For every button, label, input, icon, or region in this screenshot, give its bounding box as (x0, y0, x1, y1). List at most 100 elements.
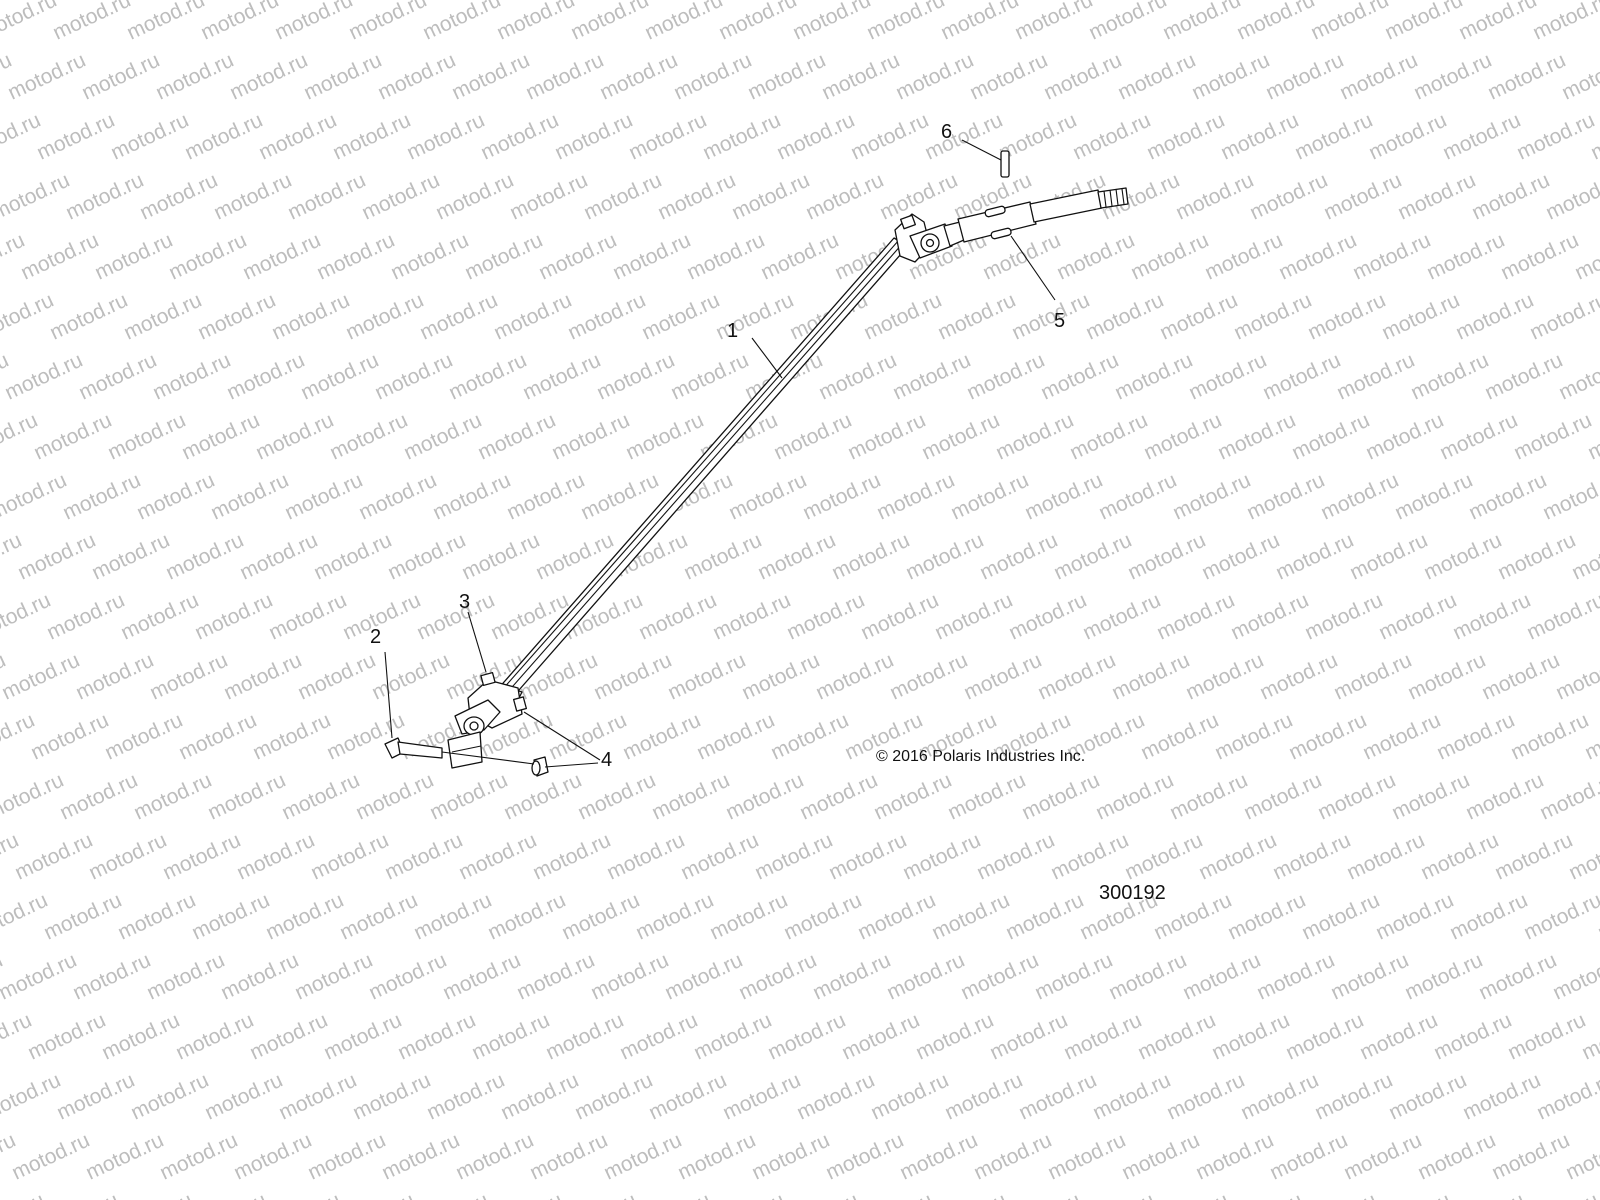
watermark-text: motod.ru (1314, 769, 1399, 825)
watermark-text: motod.ru (1031, 949, 1116, 1005)
watermark-text: motod.ru (88, 529, 173, 585)
watermark-text: motod.ru (0, 289, 57, 345)
watermark-text: motod.ru (1295, 1189, 1380, 1200)
watermark-text: motod.ru (107, 109, 192, 165)
watermark-text: motod.ru (1529, 0, 1600, 45)
watermark-text: motod.ru (297, 349, 382, 405)
watermark-text: motod.ru (278, 769, 363, 825)
watermark-text: motod.ru (587, 949, 672, 1005)
watermark-text: motod.ru (889, 349, 974, 405)
watermark-text: motod.ru (1520, 889, 1600, 945)
watermark-text: motod.ru (493, 0, 578, 45)
watermark-text: motod.ru (1475, 949, 1560, 1005)
watermark-text: motod.ru (326, 409, 411, 465)
watermark-text: motod.ru (738, 649, 823, 705)
watermark-text: motod.ru (342, 289, 427, 345)
watermark-text: motod.ru (1127, 229, 1212, 285)
watermark-text: motod.ru (970, 1129, 1055, 1185)
watermark-text: motod.ru (1272, 529, 1357, 585)
watermark-text: motod.ru (197, 0, 282, 45)
watermark-text: motod.ru (1362, 409, 1447, 465)
watermark-text: motod.ru (304, 1129, 389, 1185)
watermark-text: motod.ru (43, 589, 128, 645)
watermark-text: motod.ru (1182, 649, 1267, 705)
watermark-text: motod.ru (1298, 889, 1383, 945)
watermark-text: motod.ru (355, 469, 440, 525)
watermark-text: motod.ru (220, 649, 305, 705)
watermark-text: motod.ru (918, 409, 1003, 465)
watermark-text: motod.ru (1565, 829, 1600, 885)
watermark-text: motod.ru (1192, 1129, 1277, 1185)
watermark-text: motod.ru (78, 49, 163, 105)
watermark-text: motod.ru (535, 229, 620, 285)
watermark-text: motod.ru (1246, 169, 1331, 225)
watermark-text: motod.ru (455, 829, 540, 885)
watermark-text: motod.ru (1021, 469, 1106, 525)
watermark-text: motod.ru (960, 649, 1045, 705)
watermark-text: motod.ru (912, 1009, 997, 1065)
watermark-text: motod.ru (963, 349, 1048, 405)
watermark-text: motod.ru (1275, 229, 1360, 285)
watermark-text: motod.ru (1343, 829, 1428, 885)
upper-universal-joint (894, 213, 965, 263)
watermark-text: motod.ru (1208, 1009, 1293, 1065)
watermark-text: motod.ru (1082, 289, 1167, 345)
watermark-text: motod.ru (136, 169, 221, 225)
watermark-text: motod.ru (394, 1009, 479, 1065)
watermark-text: motod.ru (522, 49, 607, 105)
watermark-text: motod.ru (1018, 769, 1103, 825)
watermark-text: motod.ru (1542, 169, 1600, 225)
watermark-text: motod.ru (226, 49, 311, 105)
watermark-text: motod.ru (854, 889, 939, 945)
nut (531, 756, 549, 777)
watermark-text: motod.ru (883, 949, 968, 1005)
watermark-text: motod.ru (0, 889, 51, 945)
watermark-text: motod.ru (1047, 829, 1132, 885)
callouts: 1 2 3 4 5 6 (370, 121, 1065, 771)
watermark-text: motod.ru (1320, 169, 1405, 225)
watermark-text: motod.ru (1079, 589, 1164, 645)
watermark-text: motod.ru (1468, 169, 1553, 225)
watermark-text: motod.ru (461, 229, 546, 285)
watermark-text: motod.ru (1211, 709, 1296, 765)
watermark-text: motod.ru (1359, 709, 1444, 765)
watermark-text: motod.ru (1108, 649, 1193, 705)
watermark-text: motod.ru (98, 1009, 183, 1065)
watermark-text: motod.ru (1378, 289, 1463, 345)
watermark-text: motod.ru (281, 469, 366, 525)
watermark-text: motod.ru (477, 109, 562, 165)
watermark-text: motod.ru (178, 409, 263, 465)
watermark-text: motod.ru (542, 1009, 627, 1065)
watermark-text: motod.ru (1111, 349, 1196, 405)
watermark-text: motod.ru (255, 109, 340, 165)
watermark-text: motod.ru (275, 1069, 360, 1125)
watermark-text: motod.ru (246, 1009, 331, 1065)
watermark-text: motod.ru (1282, 1009, 1367, 1065)
watermark-text: motod.ru (1118, 1129, 1203, 1185)
watermark-text: motod.ru (770, 409, 855, 465)
watermark-text: motod.ru (976, 529, 1061, 585)
watermark-text: motod.ru (1008, 289, 1093, 345)
watermark-text: motod.ru (838, 1009, 923, 1065)
watermark-text: motod.ru (181, 109, 266, 165)
watermark-text: motod.ru (1011, 0, 1096, 45)
watermark-text: motod.ru (873, 469, 958, 525)
watermark-text: motod.ru (1549, 949, 1600, 1005)
figure-number: 300192 (1099, 882, 1166, 904)
leader-lines (384, 139, 1056, 768)
watermark-text: motod.ru (1304, 289, 1389, 345)
watermark-text: motod.ru (1555, 349, 1600, 405)
watermark-text: motod.ru (1317, 469, 1402, 525)
watermark-text: motod.ru (661, 949, 746, 1005)
watermark-text: motod.ru (1185, 349, 1270, 405)
watermark-text: motod.ru (876, 169, 961, 225)
watermark-text: motod.ru (410, 889, 495, 945)
watermark-text: motod.ru (815, 349, 900, 405)
watermark-text: motod.ru (674, 1129, 759, 1185)
watermark-text: motod.ru (828, 529, 913, 585)
watermark-text: motod.ru (928, 889, 1013, 945)
watermark-text: motod.ru (91, 229, 176, 285)
watermark-text: motod.ru (1533, 1069, 1600, 1125)
watermark-text: motod.ru (484, 889, 569, 945)
watermark-text: motod.ru (300, 49, 385, 105)
